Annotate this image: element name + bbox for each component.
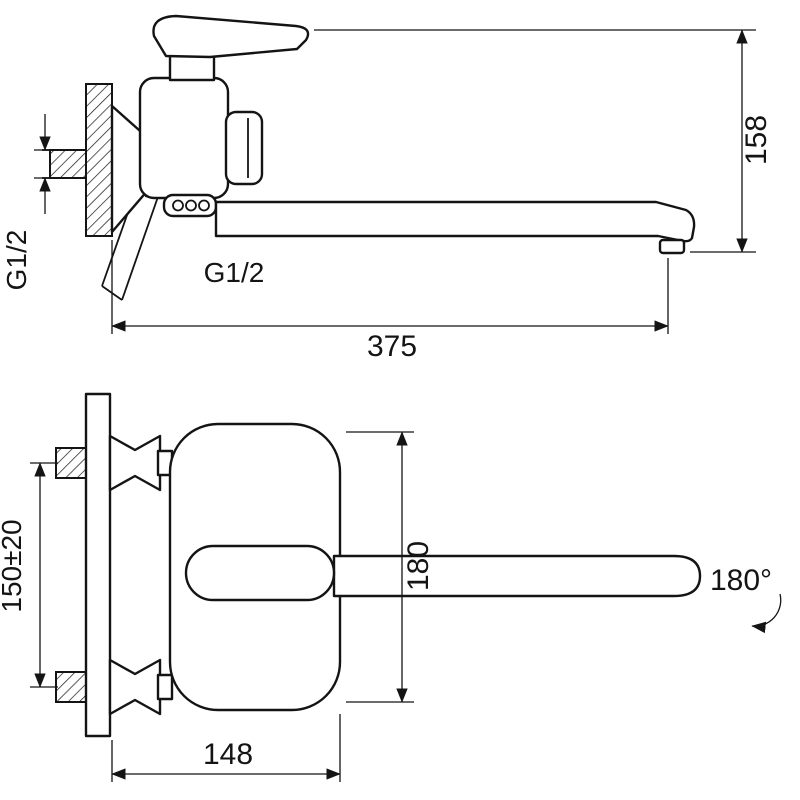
diverter-knob <box>224 110 264 186</box>
dimension-148: 148 <box>111 714 341 782</box>
wall-plate <box>85 83 113 237</box>
swivel-angle: 180° <box>710 564 782 634</box>
spout-front <box>332 554 702 598</box>
lever-handle-side <box>152 14 310 59</box>
wall-pipe-bottom <box>55 671 87 703</box>
dimension-150: 150±20 <box>0 462 58 688</box>
angle-label-180deg: 180° <box>710 564 772 597</box>
dimension-375: 375 <box>111 240 669 363</box>
dimension-158: 158 <box>314 29 773 253</box>
wall-pipe-section <box>42 149 87 179</box>
escutcheon-top <box>108 434 174 492</box>
aerator <box>658 238 686 255</box>
spout-collar <box>162 193 218 218</box>
spout-side <box>214 200 696 255</box>
front-view: 180 150±20 148 180° <box>0 392 782 782</box>
faucet-body-side <box>138 76 230 200</box>
dim-label-148: 148 <box>203 738 253 771</box>
dim-label-150: 150±20 <box>0 519 27 612</box>
wall-pipe-top <box>55 447 87 479</box>
side-view: 158 375 G1/2 G1/2 <box>1 14 773 363</box>
dimension-g12-wall: G1/2 <box>1 114 54 290</box>
thread-label-shower: G1/2 <box>204 257 265 288</box>
escutcheon-bottom <box>108 658 174 716</box>
lever-handle-front <box>184 544 336 602</box>
rotation-arrow-icon <box>751 593 782 634</box>
thread-label-wall: G1/2 <box>1 230 32 291</box>
dim-label-158: 158 <box>740 115 773 165</box>
dim-label-375: 375 <box>367 330 417 363</box>
wall-plate-front <box>84 392 112 738</box>
dim-label-180: 180 <box>402 541 435 591</box>
dimension-180: 180 <box>346 431 435 703</box>
